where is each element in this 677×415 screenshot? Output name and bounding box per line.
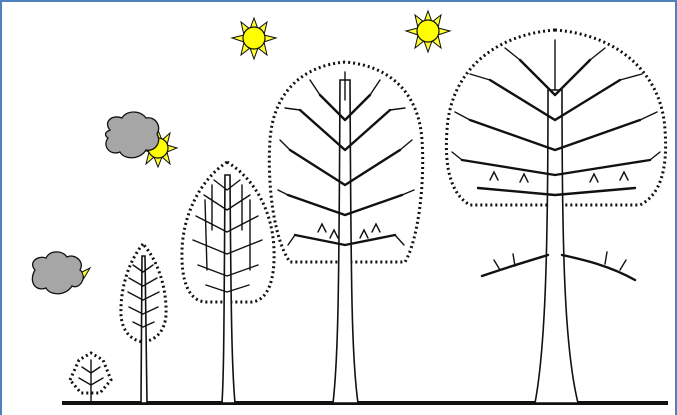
tree-stage-4	[269, 62, 422, 403]
sun-icon	[232, 18, 276, 59]
tree-stage-5	[446, 30, 665, 403]
tree-stage-3	[182, 162, 274, 403]
trunk	[333, 80, 358, 403]
trunk	[535, 90, 578, 403]
tree-stage-2	[121, 244, 166, 403]
sun-icon	[406, 11, 450, 52]
cloud-with-sun-icon	[106, 112, 177, 167]
tree-stage-1	[70, 353, 111, 403]
sun-ray	[82, 268, 90, 278]
trunk	[141, 256, 147, 403]
cloud-icon	[32, 252, 90, 294]
